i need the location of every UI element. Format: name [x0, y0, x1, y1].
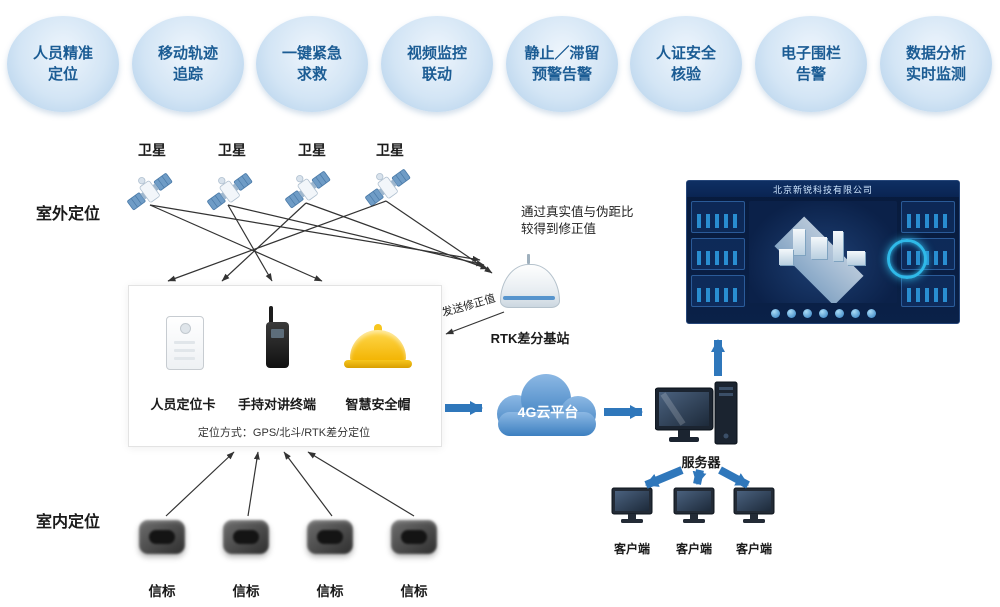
- device-label-walkie: 手持对讲终端: [237, 397, 316, 412]
- feature-badge-4: 视频监控联动: [381, 16, 493, 112]
- feature-badge-1: 人员精准定位: [7, 16, 119, 112]
- dashboard-gauge-ring: [887, 239, 927, 279]
- dashboard-screenshot: 北京新锐科技有限公司: [686, 180, 960, 324]
- feature-badge-7: 电子围栏告警: [755, 16, 867, 112]
- cloud-icon: [497, 374, 596, 436]
- dashboard-panel: [901, 201, 955, 233]
- dashboard-3d-view: [749, 201, 897, 303]
- card-dot: [180, 323, 191, 334]
- dashboard-title: 北京新锐科技有限公司: [687, 181, 959, 197]
- beacon-icon: [307, 520, 353, 554]
- feature-badge-6: 人证安全核验: [630, 16, 742, 112]
- dashboard-panel: [691, 238, 745, 270]
- beacon-icon: [223, 520, 269, 554]
- rtk-note-line2: 较得到修正值: [521, 222, 597, 236]
- satellite-label: 卫星: [298, 142, 326, 158]
- card-line: [174, 349, 195, 352]
- dashboard-icon-bar: [753, 307, 893, 320]
- beacon-label: 信标: [232, 584, 260, 599]
- card-line: [174, 357, 195, 360]
- feature-line: 一键紧急: [281, 45, 342, 62]
- rtk-note-line1: 通过真实值与伪距比: [521, 205, 634, 219]
- rtk-band: [503, 296, 555, 300]
- feature-line: 联动: [421, 66, 452, 83]
- feature-line: 人证安全: [655, 45, 716, 62]
- feature-line: 预警告警: [531, 66, 592, 83]
- building: [833, 231, 843, 261]
- feature-line: 人员精准: [32, 45, 93, 62]
- satellite-label: 卫星: [376, 142, 404, 158]
- client-label: 客户端: [613, 542, 650, 556]
- feature-line: 告警: [795, 66, 826, 83]
- building: [811, 237, 827, 259]
- satellite-label: 卫星: [138, 142, 166, 158]
- walkie-talkie-icon: [266, 322, 289, 368]
- feature-badge-8: 数据分析实时监测: [880, 16, 992, 112]
- cloud-platform-label: 4G云平台: [517, 404, 579, 420]
- beacon-icon: [391, 520, 437, 554]
- feature-line: 静止／滞留: [524, 45, 600, 62]
- client-computer-icon: [611, 487, 653, 523]
- building: [779, 249, 793, 265]
- feature-badge-3: 一键紧急求救: [256, 16, 368, 112]
- beacon-label: 信标: [316, 584, 344, 599]
- satellite-icon: [365, 169, 411, 206]
- indoor-section-label: 室内定位: [36, 514, 101, 531]
- feature-line: 实时监测: [905, 66, 966, 83]
- beacon-label: 信标: [148, 584, 176, 599]
- feature-line: 视频监控: [406, 45, 467, 62]
- beacon-icon: [139, 520, 185, 554]
- rtk-label: RTK差分基站: [490, 331, 570, 346]
- satellite-icon: [207, 173, 253, 210]
- building: [793, 229, 805, 255]
- client-label: 客户端: [735, 542, 772, 556]
- helmet-brim: [344, 360, 412, 368]
- feature-line: 电子围栏: [780, 45, 841, 62]
- building: [847, 251, 865, 265]
- client-computer-icon: [673, 487, 715, 523]
- rtk-antenna: [527, 254, 530, 264]
- dashboard-right-panels: [901, 201, 955, 307]
- feature-line: 追踪: [172, 66, 203, 83]
- dashboard-panel: [901, 275, 955, 307]
- feature-line: 求救: [296, 66, 327, 83]
- beacon-label: 信标: [400, 584, 428, 599]
- send-correction-label: 发送修正值: [440, 292, 497, 320]
- dashboard-panel: [691, 201, 745, 233]
- walkie-screen: [271, 329, 284, 338]
- device-label-helmet: 智慧安全帽: [345, 397, 411, 412]
- server-icon: [655, 381, 738, 445]
- feature-line: 数据分析: [905, 45, 966, 62]
- satellite-icon: [127, 173, 173, 210]
- server-label: 服务器: [681, 455, 721, 470]
- rtk-dome: [500, 264, 560, 308]
- positioning-method-note: 定位方式：GPS/北斗/RTK差分定位: [197, 427, 371, 439]
- satellite-label: 卫星: [218, 142, 246, 158]
- outdoor-section-label: 室外定位: [36, 206, 101, 223]
- positioning-card-icon: [166, 316, 204, 370]
- feature-badge-5: 静止／滞留预警告警: [506, 16, 618, 112]
- walkie-talkie-antenna: [269, 306, 273, 324]
- dashboard-left-panels: [691, 201, 745, 307]
- satellite-icon: [285, 171, 331, 208]
- card-line: [174, 341, 195, 344]
- dashboard-panel: [691, 275, 745, 307]
- device-label-card: 人员定位卡: [150, 397, 216, 412]
- rtk-correction-note: 通过真实值与伪距比 较得到修正值: [521, 204, 634, 238]
- rtk-base-station-icon: [500, 254, 560, 308]
- feature-line: 定位: [47, 66, 78, 83]
- feature-line: 核验: [670, 66, 701, 83]
- client-label: 客户端: [675, 542, 712, 556]
- feature-badge-2: 移动轨迹追踪: [132, 16, 244, 112]
- client-computer-icon: [733, 487, 775, 523]
- feature-line: 移动轨迹: [157, 45, 218, 62]
